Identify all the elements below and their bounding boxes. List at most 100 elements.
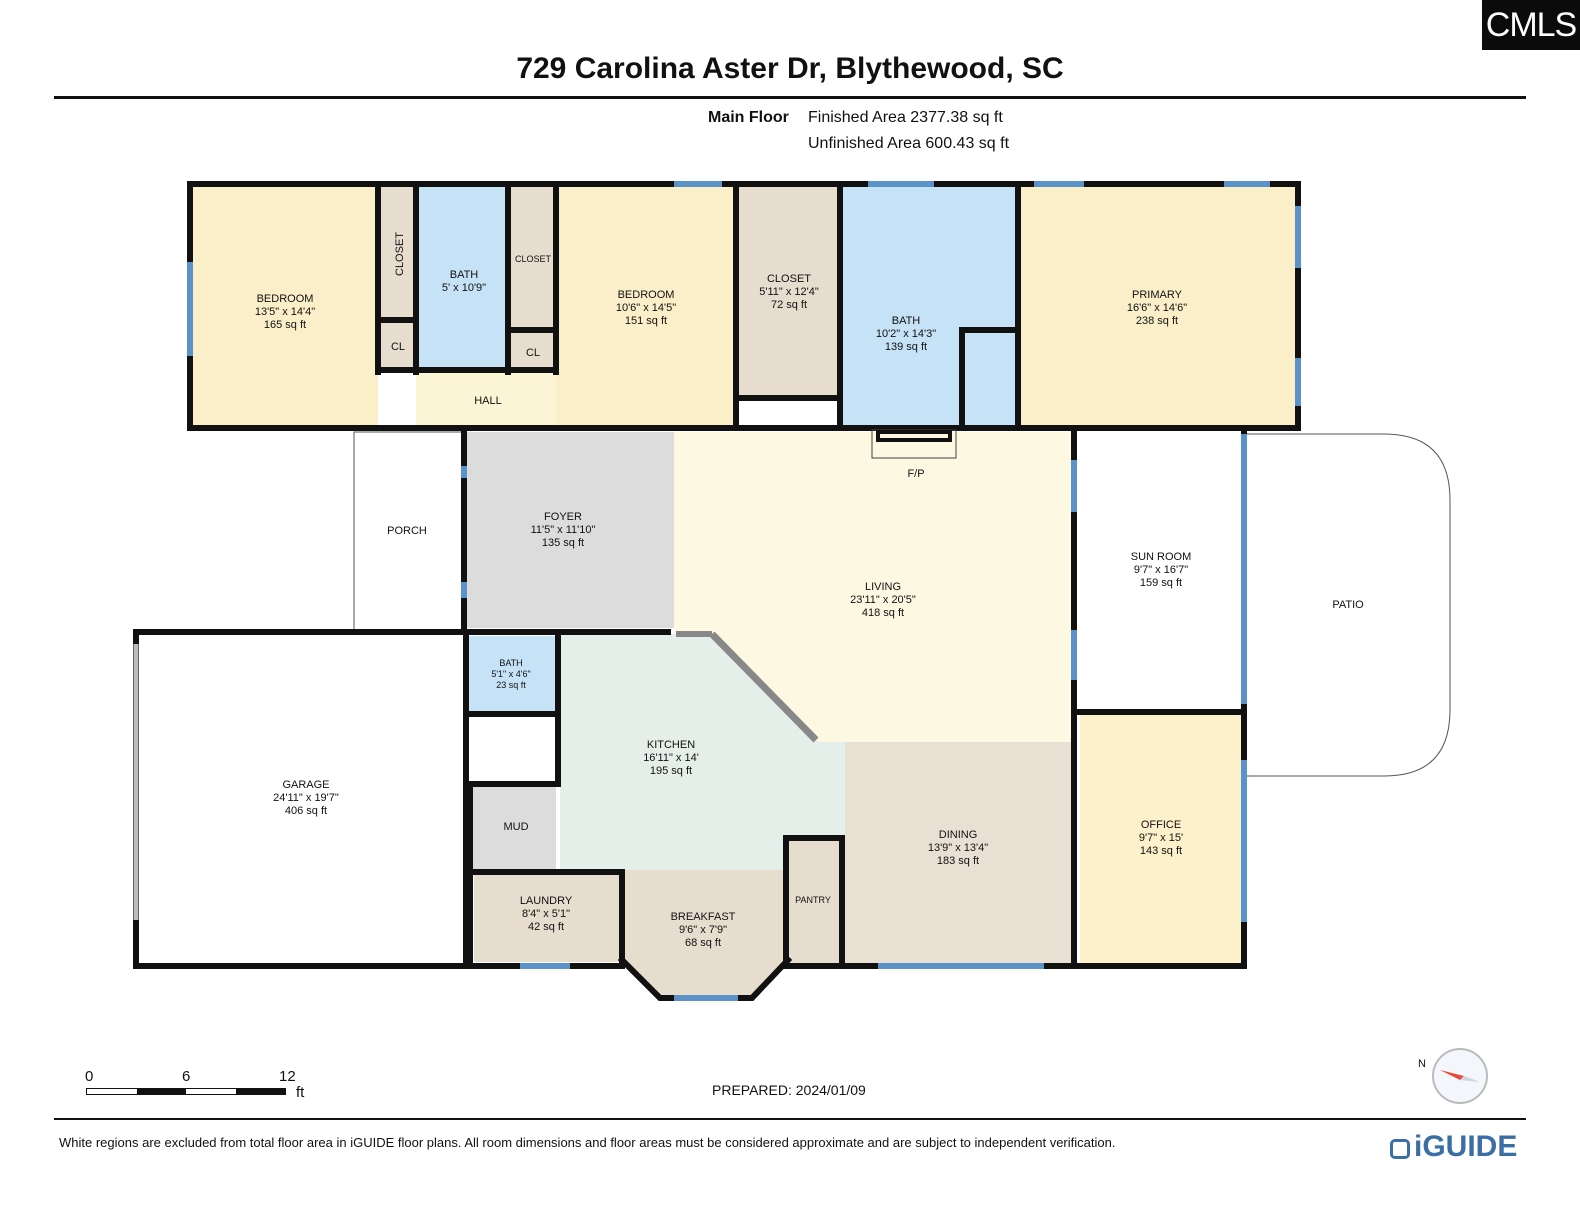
garage-name: GARAGE	[282, 779, 329, 791]
cl-a-name: CL	[391, 341, 405, 353]
room-fills	[190, 184, 1298, 996]
living-name: LIVING	[865, 581, 901, 593]
pantry-name: PANTRY	[795, 895, 831, 905]
breakfast-dims: 9'6" x 7'9"	[679, 924, 727, 936]
bedroom2-area: 151 sq ft	[625, 315, 667, 327]
closet-c-name: CLOSET	[767, 273, 811, 285]
cmls-logo: CMLS	[1482, 0, 1580, 50]
dining-dims: 13'9" x 13'4"	[928, 842, 988, 854]
fireplace-icon	[871, 429, 957, 459]
closet-a-fill	[380, 186, 416, 318]
bath1-dims: 5' x 10'9"	[442, 282, 486, 294]
closet-c-area: 72 sq ft	[771, 299, 807, 311]
scale-label-zero: 0	[85, 1068, 94, 1085]
kitchen-fill	[560, 634, 845, 870]
bath2-name: BATH	[892, 315, 921, 327]
compass-needle-icon	[1440, 1070, 1480, 1082]
fireplace-box	[876, 430, 952, 442]
porch-name: PORCH	[387, 525, 427, 537]
kitchen-name: KITCHEN	[647, 739, 695, 751]
scale-segment	[186, 1089, 236, 1094]
foyer-area: 135 sq ft	[542, 537, 584, 549]
windows	[187, 181, 1301, 1001]
dining-area: 183 sq ft	[937, 855, 979, 867]
bath1-name: BATH	[450, 269, 479, 281]
closet-a-name: CLOSET	[394, 232, 406, 276]
kitchen-counter	[709, 631, 819, 743]
living-area: 418 sq ft	[862, 607, 904, 619]
cl-b-name: CL	[526, 347, 540, 359]
foyer-dims: 11'5" x 11'10"	[531, 524, 596, 536]
bedroom1-name: BEDROOM	[257, 293, 314, 305]
mud-name: MUD	[503, 821, 528, 833]
fireplace-name: F/P	[907, 468, 924, 480]
bath3-dims: 5'1" x 4'6"	[491, 669, 530, 679]
dining-fill	[845, 742, 1072, 964]
compass-north-label: N	[1418, 1058, 1426, 1070]
bath2-fill	[840, 184, 1018, 428]
office-fill	[1080, 714, 1244, 966]
prepared-date: PREPARED: 2024/01/09	[712, 1082, 866, 1098]
mud-fill	[472, 786, 556, 870]
compass-needle-south	[1460, 1076, 1480, 1082]
bath3-fill	[468, 636, 556, 712]
sunroom-name: SUN ROOM	[1131, 551, 1192, 563]
top-divider	[54, 96, 1526, 99]
primary-fill	[1020, 184, 1298, 428]
bedroom2-fill	[556, 184, 734, 428]
floor-name: Main Floor	[708, 109, 789, 126]
hall-name: HALL	[474, 395, 502, 407]
laundry-area: 42 sq ft	[528, 921, 564, 933]
kitchen-dims: 16'11" x 14'	[643, 752, 699, 764]
cl-a-fill	[380, 322, 416, 368]
bottom-divider	[54, 1118, 1526, 1120]
breakfast-area: 68 sq ft	[685, 937, 721, 949]
office-area: 143 sq ft	[1140, 845, 1182, 857]
garage-area: 406 sq ft	[285, 805, 327, 817]
bedroom2-name: BEDROOM	[618, 289, 675, 301]
scale-segment	[235, 1089, 285, 1094]
office-dims: 9'7" x 15'	[1139, 832, 1183, 844]
living-dims: 23'11" x 20'5"	[850, 594, 916, 606]
bath2-dims: 10'2" x 14'3"	[876, 328, 936, 340]
patio-outline	[1244, 433, 1451, 777]
hall-fill	[416, 370, 556, 426]
bedroom1-area: 165 sq ft	[264, 319, 306, 331]
bedroom1-fill	[190, 184, 378, 428]
closet-c-dims: 5'11" x 12'4"	[759, 286, 819, 298]
page-title: 729 Carolina Aster Dr, Blythewood, SC	[516, 52, 1064, 85]
compass-needle-north	[1440, 1070, 1464, 1080]
breakfast-fill	[624, 870, 786, 996]
sunroom-dims: 9'7" x 16'7"	[1134, 564, 1188, 576]
foyer-fill	[466, 432, 674, 628]
primary-dims: 16'6" x 14'6"	[1127, 302, 1187, 314]
scale-unit: ft	[296, 1084, 305, 1101]
bath3-name: BATH	[499, 658, 522, 668]
primary-name: PRIMARY	[1132, 289, 1183, 301]
kitchen-area: 195 sq ft	[650, 765, 692, 777]
bedroom1-dims: 13'5" x 14'4"	[255, 306, 315, 318]
laundry-name: LAUNDRY	[520, 895, 573, 907]
iguide-brand-text: iGUIDE	[1414, 1130, 1518, 1163]
cl-b-fill	[510, 332, 556, 368]
closet-b-name: CLOSET	[515, 254, 552, 264]
scale-bar	[86, 1088, 286, 1095]
bedroom2-dims: 10'6" x 14'5"	[616, 302, 676, 314]
bath1-fill	[418, 186, 508, 368]
scale-segment	[136, 1089, 186, 1094]
iguide-brand: iGUIDE	[1390, 1130, 1517, 1164]
finished-area: Finished Area 2377.38 sq ft	[808, 109, 1003, 126]
bath2-area: 139 sq ft	[885, 341, 927, 353]
laundry-dims: 8'4" x 5'1"	[522, 908, 570, 920]
scale-label-max: 12	[279, 1068, 296, 1085]
scale-label-mid: 6	[182, 1068, 191, 1085]
bath3-area: 23 sq ft	[496, 680, 526, 690]
sunroom-area: 159 sq ft	[1140, 577, 1182, 589]
breakfast-name: BREAKFAST	[671, 911, 736, 923]
patio-name: PATIO	[1332, 599, 1364, 611]
pantry-fill	[788, 840, 840, 964]
office-name: OFFICE	[1141, 819, 1181, 831]
primary-area: 238 sq ft	[1136, 315, 1178, 327]
scale-segment	[87, 1089, 137, 1094]
